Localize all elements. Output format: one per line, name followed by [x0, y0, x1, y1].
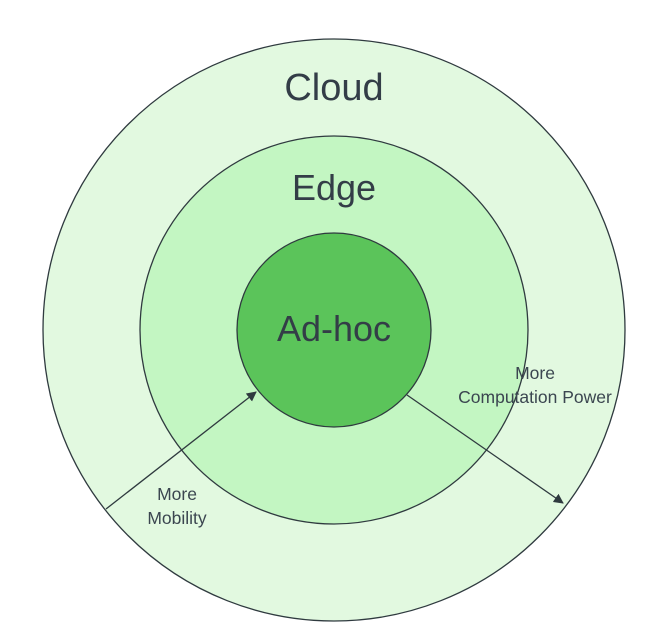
adhoc-label: Ad-hoc: [277, 308, 391, 349]
computation-label-line2: Computation Power: [458, 387, 612, 407]
mobility-arrow: [105, 391, 257, 510]
edge-label: Edge: [292, 167, 376, 208]
computation-arrow: [406, 394, 564, 504]
adhoc-core: [236, 232, 432, 428]
mobility-label-line2: Mobility: [147, 508, 207, 528]
mobility-label-line1: More: [157, 484, 197, 504]
computation-label-line1: More: [515, 363, 555, 383]
cloud-label: Cloud: [284, 67, 383, 109]
